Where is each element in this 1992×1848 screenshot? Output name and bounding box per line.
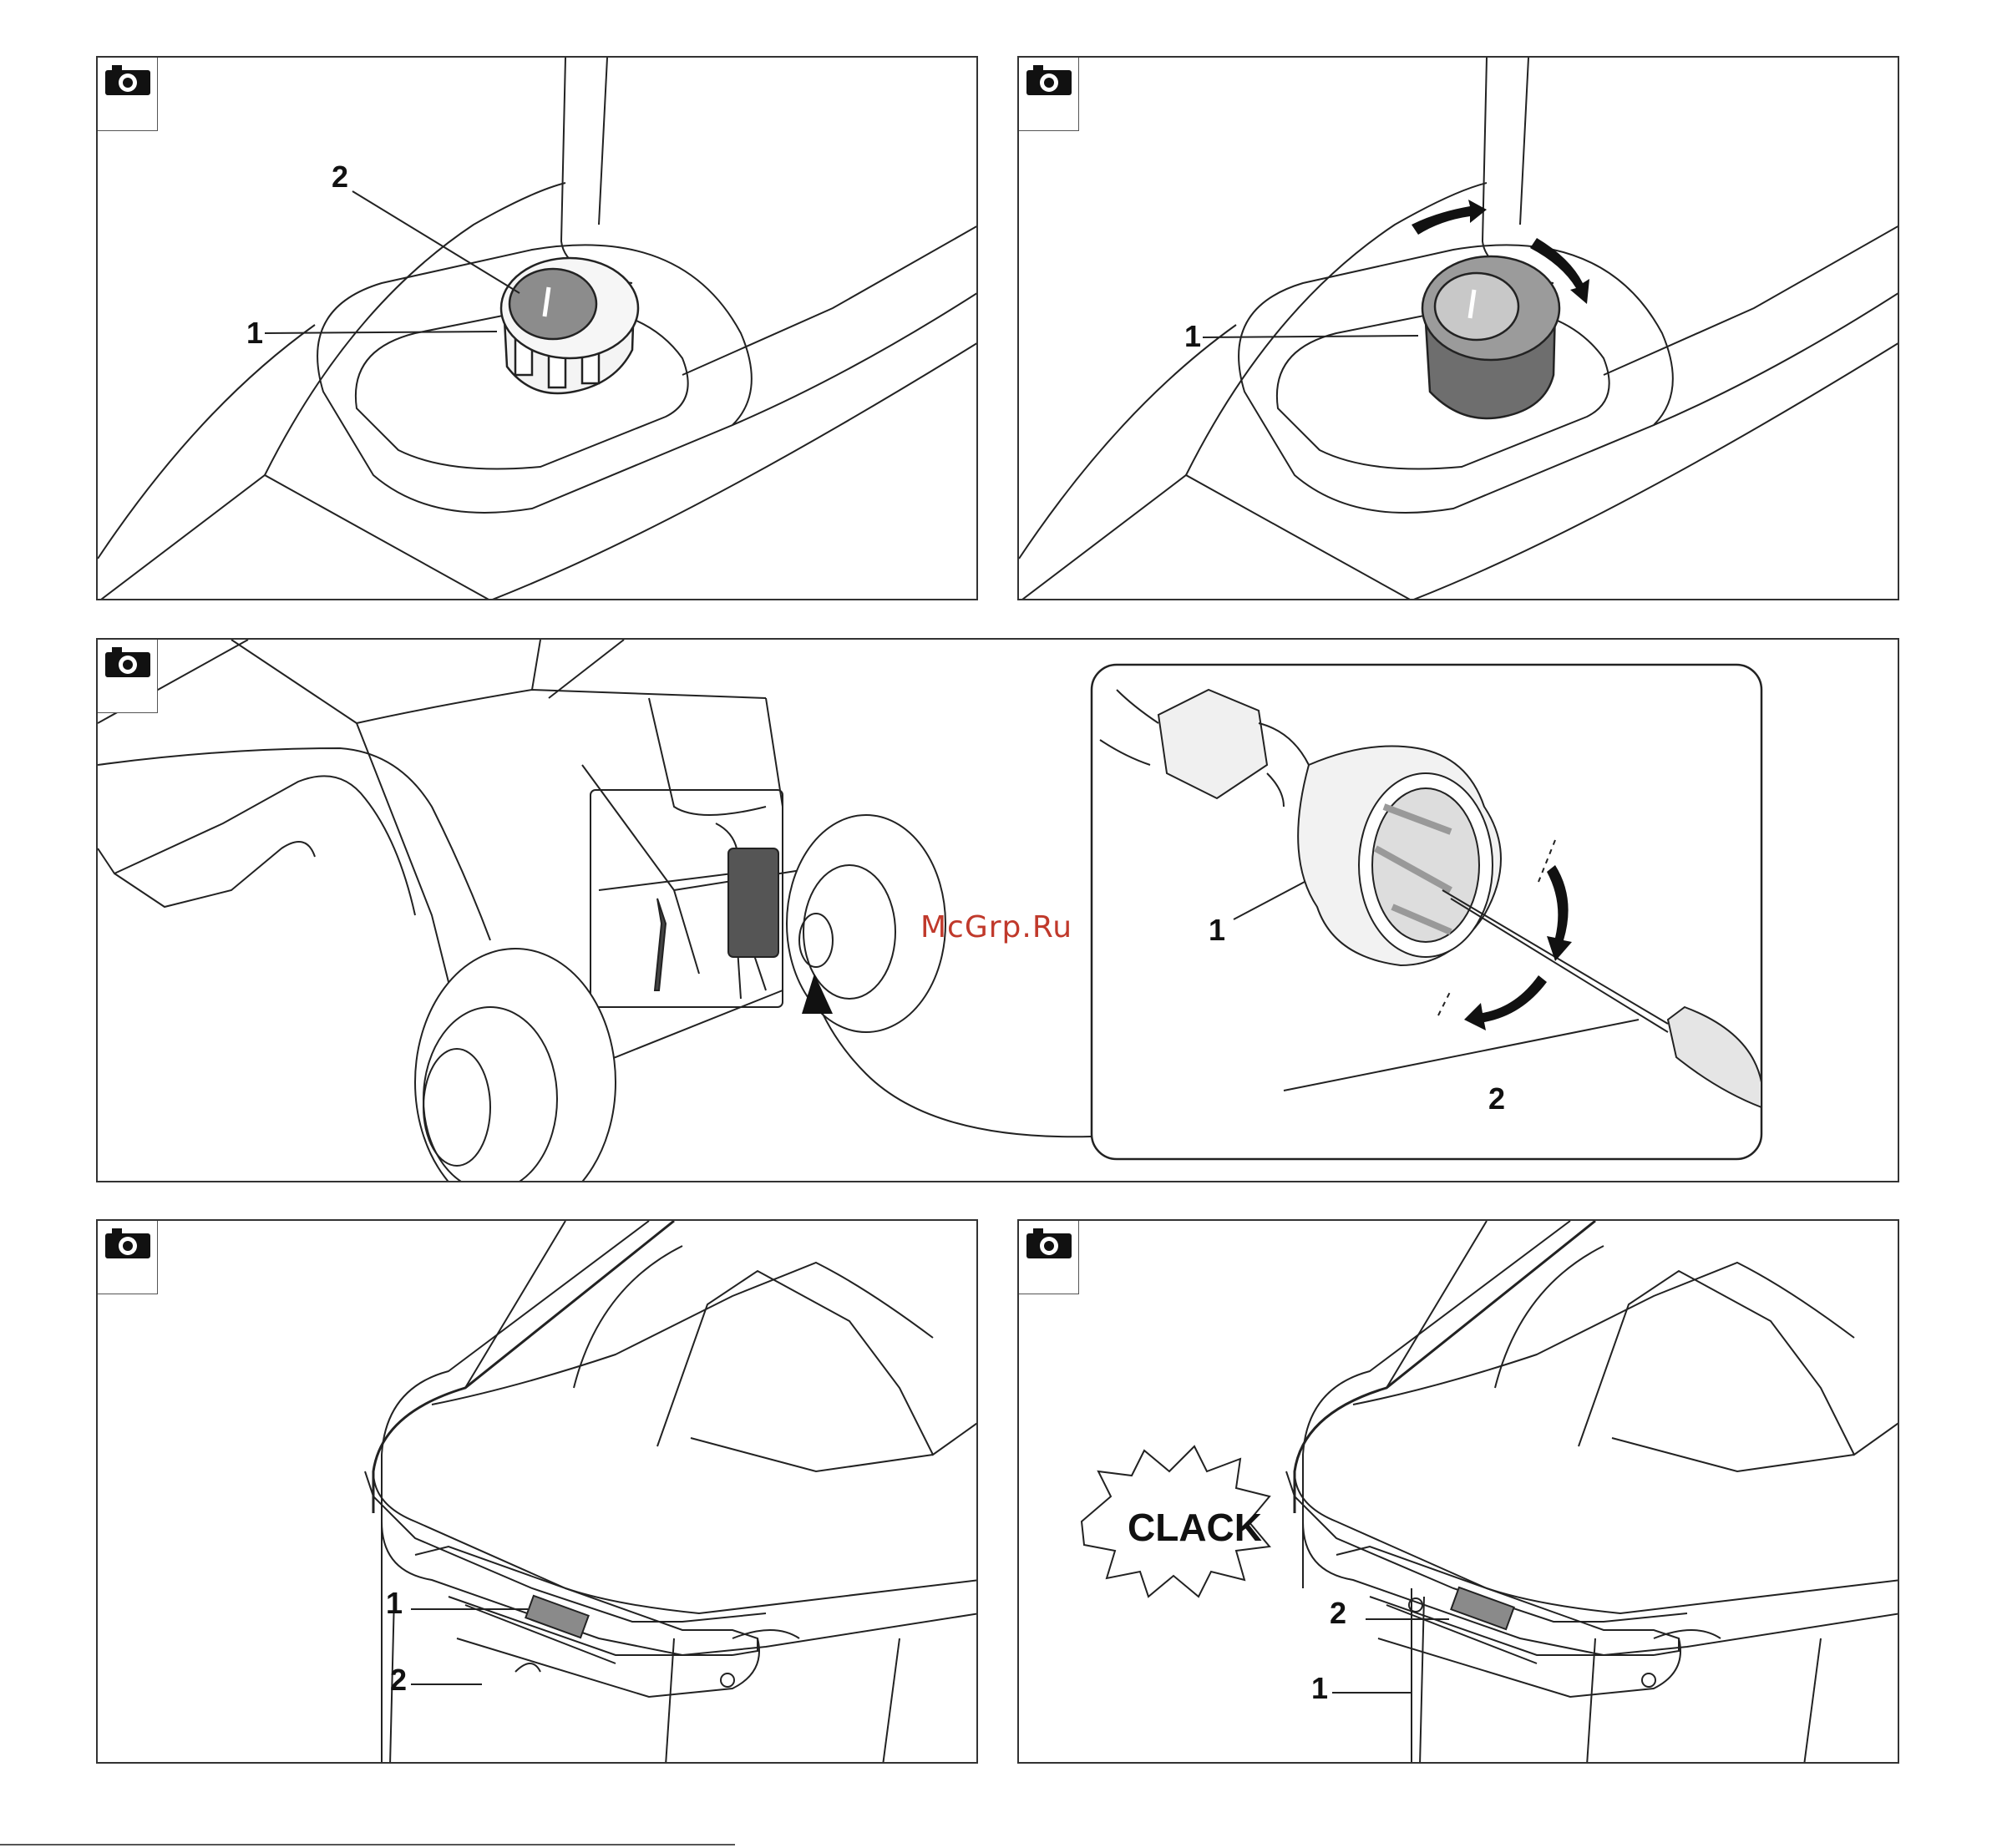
callout-1: 1 <box>1209 915 1225 945</box>
bin-latch-illustration <box>98 1221 978 1764</box>
callout-1: 1 <box>1311 1673 1328 1704</box>
knob-rotate-illustration <box>1019 58 1899 600</box>
camera-icon-box <box>98 58 158 131</box>
callout-1: 1 <box>386 1588 403 1618</box>
callout-2: 2 <box>332 162 348 192</box>
camera-icon-box <box>1019 58 1079 131</box>
callout-1: 1 <box>1184 322 1201 352</box>
clack-sound-label: CLACK <box>1128 1505 1262 1550</box>
camera-icon <box>1026 65 1072 95</box>
knob-illustration <box>98 58 978 600</box>
camera-icon-box <box>98 640 158 713</box>
watermark-text: McGrp.Ru <box>920 910 1072 944</box>
camera-icon <box>105 1228 150 1258</box>
camera-icon <box>105 65 150 95</box>
bin-latch-closed-illustration <box>1019 1221 1899 1764</box>
figure-panel-latch-closed: CLACK 2 1 <box>1017 1219 1899 1764</box>
callout-1: 1 <box>246 318 263 348</box>
rotary-knob <box>1422 256 1559 418</box>
callout-2: 2 <box>390 1665 407 1695</box>
footer-rule <box>0 1844 735 1845</box>
rotary-knob <box>501 258 638 393</box>
callout-2: 2 <box>1488 1084 1505 1114</box>
camera-icon-box <box>98 1221 158 1294</box>
camera-icon-box <box>1019 1221 1079 1294</box>
figure-panel-latch-open: 1 2 <box>96 1219 978 1764</box>
figure-panel-knob-closed: 2 1 <box>96 56 978 600</box>
callout-2: 2 <box>1330 1598 1346 1628</box>
camera-icon <box>1026 1228 1072 1258</box>
figure-panel-knob-rotate: 1 <box>1017 56 1899 600</box>
camera-icon <box>105 647 150 677</box>
